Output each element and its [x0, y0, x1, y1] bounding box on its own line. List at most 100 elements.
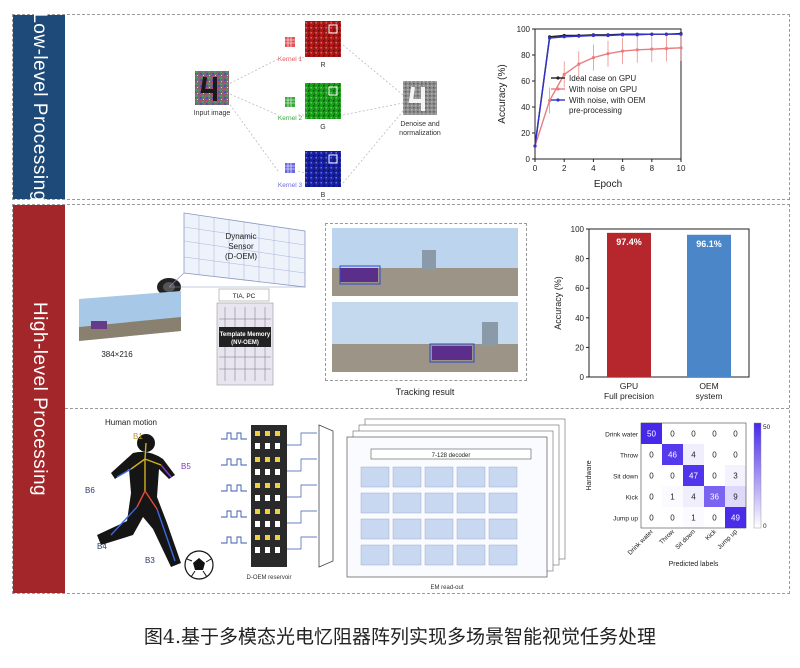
y-tick-label: 100: [517, 25, 531, 34]
cell-value: 4: [691, 451, 696, 460]
y-axis-label: Accuracy (%): [553, 276, 563, 330]
motion-title: Human motion: [105, 418, 157, 427]
colorbar-max-label: 50: [763, 424, 771, 431]
y-tick-label: 40: [575, 314, 584, 323]
sensor-title-line-1: Dynamic: [225, 232, 256, 241]
cell-value: 36: [710, 493, 719, 502]
kernel-1-icon: [285, 37, 295, 47]
row-divider: [65, 408, 789, 409]
x-tick-label: 2: [562, 164, 567, 173]
scene-image: [79, 291, 181, 341]
bar-chart-frame: [588, 228, 750, 378]
row-label: Drink water: [605, 432, 639, 439]
heatmap-cell: [662, 486, 683, 507]
skeleton-red: [136, 490, 158, 510]
high-level-side-bar: High-level Processing: [13, 205, 65, 593]
bar-1: [687, 234, 731, 377]
cell-value: 0: [733, 430, 738, 439]
x-tick-label: 0: [533, 164, 538, 173]
data-point: [635, 48, 639, 52]
heatmap-cell: [641, 444, 662, 465]
y-tick-label: 60: [575, 284, 584, 293]
denoised-image: [403, 81, 437, 115]
cell-value: 0: [733, 451, 738, 460]
joint-b4-label: B4: [97, 542, 107, 551]
readout-label: EM read-out: [430, 585, 463, 591]
heatmap-cell: [725, 444, 746, 465]
tracking-frame-1: [332, 228, 518, 296]
data-point: [533, 144, 537, 148]
sensor-title-line-2: Sensor: [228, 242, 254, 251]
x-axis-label: Predicted labels: [669, 561, 719, 568]
col-label: Kick: [704, 528, 718, 542]
data-point: [621, 49, 625, 53]
tracking-hardware-diagram: Dynamic Sensor (D-OEM) 384×216 TIA, PC: [79, 212, 306, 386]
data-point: [679, 32, 683, 36]
row-label: Sit down: [613, 474, 638, 481]
high-level-side-label: High-level Processing: [29, 301, 50, 497]
template-memory-array: [216, 302, 274, 386]
x-category-label: system: [696, 391, 723, 401]
heatmap-cell: [683, 486, 704, 507]
data-point: [606, 33, 610, 38]
kernel-1-label: Kernel 1: [278, 56, 303, 63]
figure-caption: 图4.基于多模态光电忆阻器阵列实现多场景智能视觉任务处理: [143, 626, 657, 648]
skeleton-blue: [110, 468, 176, 562]
cell-value: 0: [670, 430, 675, 439]
cell-value: 9: [733, 493, 738, 502]
data-point: [562, 35, 566, 39]
legend-label: Ideal case on GPU: [569, 74, 636, 83]
data-point: [664, 46, 668, 51]
heatmap-cell: [641, 507, 662, 528]
cell-value: 47: [689, 472, 698, 481]
col-label: Throw: [658, 528, 676, 546]
cell-value: 0: [649, 493, 654, 502]
denoise-label-line-2: normalization: [399, 130, 441, 137]
resolution-label: 384×216: [101, 350, 133, 359]
heatmap-cell: [683, 423, 704, 444]
joint-b3-label: B3: [145, 556, 155, 565]
decoder-label: 7-128 decoder: [432, 453, 471, 459]
heatmap-cell: [725, 465, 746, 486]
channel-b-image: [305, 151, 341, 187]
memory-label-line-1: Template Memory: [220, 332, 271, 338]
data-point: [650, 47, 654, 51]
cell-value: 3: [733, 472, 738, 481]
x-tick-label: 4: [591, 164, 596, 173]
cell-value: 0: [649, 514, 654, 523]
heatmap-cell: [725, 423, 746, 444]
heatmap-cell: [641, 423, 662, 444]
heatmap-cell: [683, 507, 704, 528]
data-point: [577, 34, 581, 38]
legend-marker: [556, 98, 560, 102]
x-tick-label: 6: [620, 164, 625, 173]
x-category-label: Full precision: [604, 391, 654, 401]
cell-value: 0: [691, 430, 696, 439]
line-chart-frame: [534, 28, 682, 160]
current-output-lines: [287, 432, 317, 550]
bar-0: [607, 232, 651, 377]
y-tick-label: 80: [575, 255, 584, 264]
cell-value: 0: [712, 472, 717, 481]
dynamic-sensor-array: [183, 212, 306, 288]
x-tick-label: 8: [650, 164, 655, 173]
colorbar-min-label: 0: [763, 523, 767, 530]
legend-label: With noise on GPU: [569, 85, 637, 94]
reservoir-label: D-OEM reservoir: [246, 575, 291, 581]
heatmap-cell: [725, 507, 746, 528]
tracking-result-box: [325, 223, 527, 381]
row-label: Throw: [620, 453, 638, 460]
memory-label-line-2: (NV-OEM): [231, 340, 259, 346]
y-tick-label: 20: [575, 343, 584, 352]
col-label: Drink water: [627, 528, 656, 557]
data-point: [664, 32, 668, 36]
data-point: [606, 52, 610, 56]
channel-g-label: G: [320, 124, 325, 131]
high-level-panel: High-level Processing Dynamic Sensor (D-…: [12, 204, 790, 594]
mux-block: [318, 424, 334, 568]
cell-value: 4: [691, 493, 696, 502]
heatmap-cell: [662, 507, 683, 528]
channel-g-image: [305, 83, 341, 119]
